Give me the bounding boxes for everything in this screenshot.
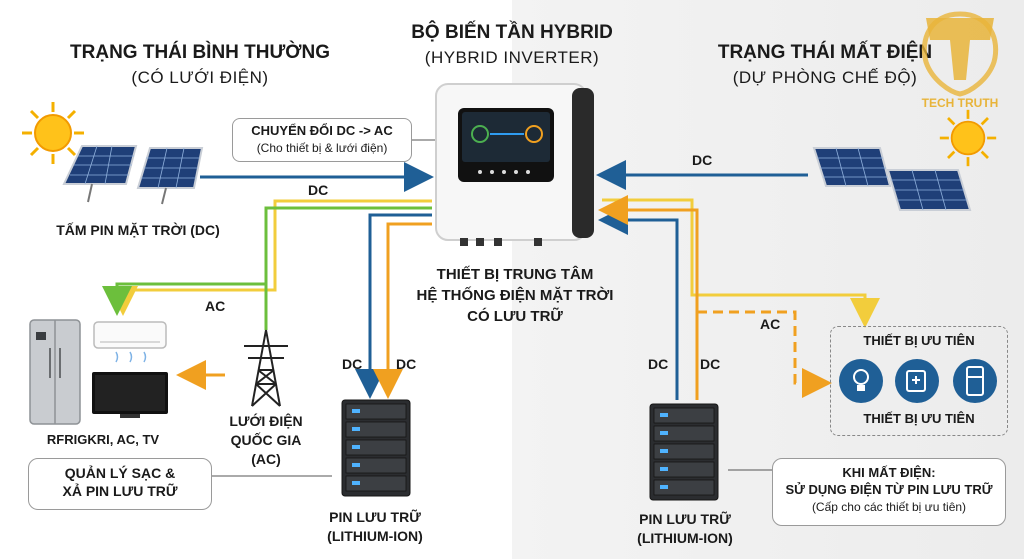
left-sun-icon: [22, 102, 84, 164]
line-dc-left-bat-orange: [373, 222, 432, 399]
priority-icons: [837, 357, 1001, 405]
flow-label-dc-left-bat-2: DC: [396, 356, 417, 372]
logo-mark-icon: [921, 11, 999, 97]
flow-label-dc-right-bat-1: DC: [648, 356, 669, 372]
refrigerator-icon: [29, 319, 81, 425]
line-yellow-right: [602, 198, 880, 328]
grid-label-line-3: (AC): [251, 451, 281, 467]
left-solar-label: TẤM PIN MẶT TRỜI (DC): [56, 222, 220, 238]
light-bulb-icon: [839, 359, 883, 403]
manage-line-1: QUẢN LÝ SẠC &: [64, 465, 176, 481]
hybrid-inverter: [435, 83, 594, 246]
flow-label-dc-left-solar: DC: [308, 182, 329, 198]
conversion-box: CHUYỂN ĐỔI DC -> AC (Cho thiết bị & lưới…: [232, 118, 412, 162]
tech-truth-logo: TECH TRUTH: [904, 10, 1016, 120]
grid-label-line-1: LƯỚI ĐIỆN: [229, 413, 303, 429]
left-title: TRẠNG THÁI BÌNH THƯỜNG: [70, 42, 330, 63]
flow-label-ac-right: AC: [760, 316, 781, 332]
right-battery-label-line-1: PIN LƯU TRỮ: [639, 511, 731, 527]
grid-pylon-icon: [244, 329, 288, 407]
priority-icons-row: [839, 359, 997, 403]
outage-box: KHI MẤT ĐIỆN: SỬ DỤNG ĐIỆN TỪ PIN LƯU TR…: [772, 458, 1006, 526]
right-battery-label-line-2: (LITHIUM-ION): [637, 530, 733, 546]
right-solar-panels: [812, 147, 972, 211]
outage-line-2: SỬ DỤNG ĐIỆN TỪ PIN LƯU TRỮ: [785, 482, 993, 497]
flow-label-dc-right-bat-2: DC: [700, 356, 721, 372]
priority-devices-box: THIẾT BỊ ƯU TIÊN THIẾT BỊ ƯU TIÊN: [830, 326, 1008, 436]
flow-label-dc-left-bat-1: DC: [342, 356, 363, 372]
left-subtitle: (CÓ LƯỚI ĐIỆN): [131, 68, 269, 87]
left-battery-label-line-2: (LITHIUM-ION): [327, 528, 423, 544]
center-caption-line-2: HỆ THỐNG ĐIỆN MẶT TRỜI: [416, 287, 614, 304]
center-caption: THIẾT BỊ TRUNG TÂM HỆ THỐNG ĐIỆN MẶT TRỜ…: [395, 264, 635, 327]
conversion-title: CHUYỂN ĐỔI DC -> AC: [251, 123, 393, 138]
tv-icon: [92, 372, 168, 418]
right-title: TRẠNG THÁI MẤT ĐIỆN: [717, 42, 933, 63]
grid-label-line-2: QUỐC GIA: [230, 432, 302, 448]
priority-footer: THIẾT BỊ ƯU TIÊN: [863, 411, 975, 426]
right-battery-label: PIN LƯU TRỮ (LITHIUM-ION): [620, 510, 750, 548]
left-battery-label-line-1: PIN LƯU TRỮ: [329, 509, 421, 525]
line-dc-left-bat-blue: [355, 213, 432, 399]
flow-label-ac-left: AC: [205, 298, 226, 314]
flow-label-dc-right-solar: DC: [692, 152, 713, 168]
left-solar-panels: [62, 145, 204, 205]
logo-text: TECH TRUTH: [921, 96, 999, 110]
air-conditioner-icon: [93, 321, 167, 363]
priority-title: THIẾT BỊ ƯU TIÊN: [863, 333, 975, 348]
manage-line-2: XẢ PIN LƯU TRỮ: [62, 483, 178, 499]
center-caption-line-1: THIẾT BỊ TRUNG TÂM: [436, 266, 594, 283]
appliances-label: RFRIGKRI, AC, TV: [46, 432, 160, 447]
right-sun-icon: [939, 109, 997, 167]
outage-line-3: (Cấp cho các thiết bị ưu tiên): [811, 500, 967, 514]
line-dc-right-bat-orange: [598, 195, 699, 400]
conversion-subtitle: (Cho thiết bị & lưới điện): [256, 141, 388, 155]
fridge-device-icon: [953, 359, 997, 403]
center-caption-line-3: CÓ LƯU TRỮ: [467, 308, 563, 325]
left-battery-label: PIN LƯU TRỮ (LITHIUM-ION): [310, 508, 440, 546]
outage-line-1: KHI MẤT ĐIỆN:: [842, 465, 936, 480]
center-subtitle: (HYBRID INVERTER): [424, 48, 600, 67]
line-dc-right-bat-blue: [598, 205, 679, 400]
manage-box: QUẢN LÝ SẠC & XẢ PIN LƯU TRỮ: [28, 458, 212, 510]
grid-label: LƯỚI ĐIỆN QUỐC GIA (AC): [208, 412, 324, 469]
center-title: BỘ BIẾN TẦN HYBRID: [411, 22, 613, 43]
right-battery-rack: [649, 403, 719, 501]
right-subtitle: (DỰ PHÒNG CHẾ ĐỘ): [732, 68, 918, 87]
left-battery-rack: [341, 399, 411, 497]
medical-device-icon: [895, 359, 939, 403]
line-ac-right: [697, 310, 832, 398]
